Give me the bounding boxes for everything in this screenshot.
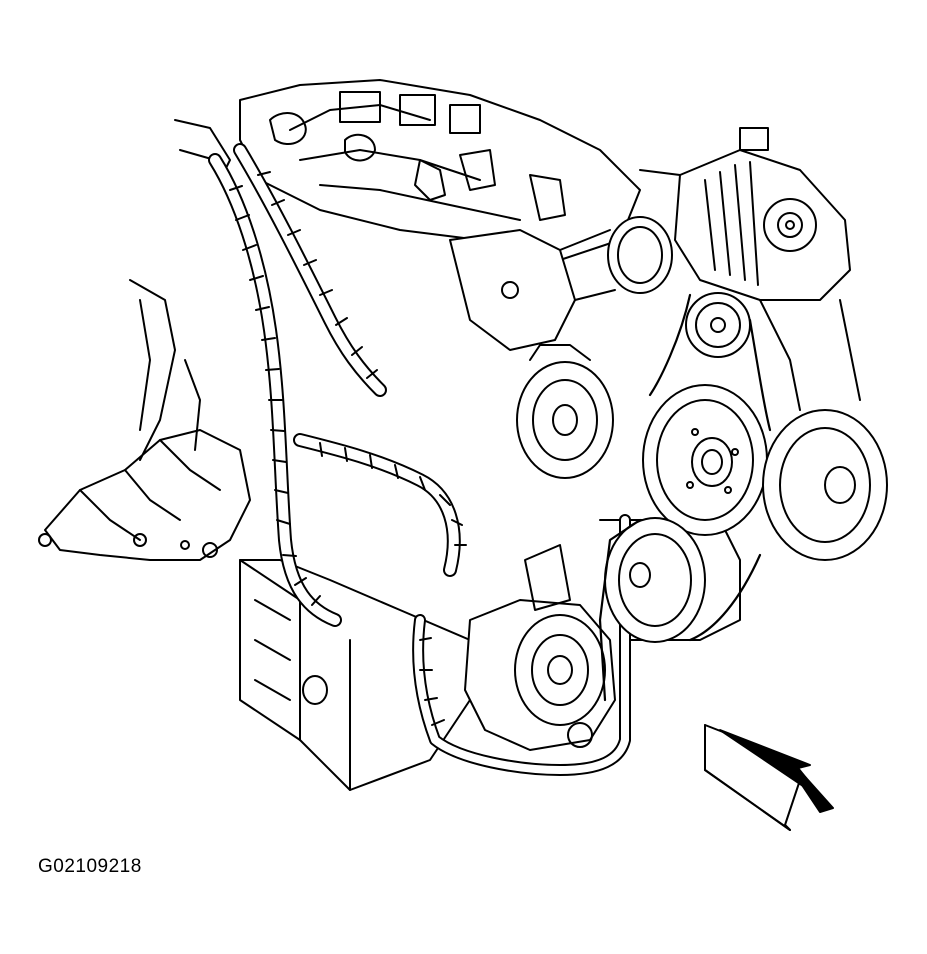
water-pump-pulley (516, 344, 614, 479)
ac-compressor (464, 544, 616, 751)
alternator (639, 127, 851, 301)
lower-idler-pulley (604, 517, 706, 643)
figure-id-label: G02109218 (38, 856, 142, 877)
serpentine-belt (598, 293, 772, 702)
front-direction-arrow-icon (704, 724, 834, 831)
exhaust-manifold (38, 279, 251, 561)
wiring-harness (208, 143, 631, 776)
idler-pulley (685, 292, 751, 358)
crankshaft-pulley (642, 384, 768, 536)
power-steering-pulley (759, 299, 888, 561)
engine-block (239, 519, 741, 791)
throttle-body (449, 216, 673, 351)
